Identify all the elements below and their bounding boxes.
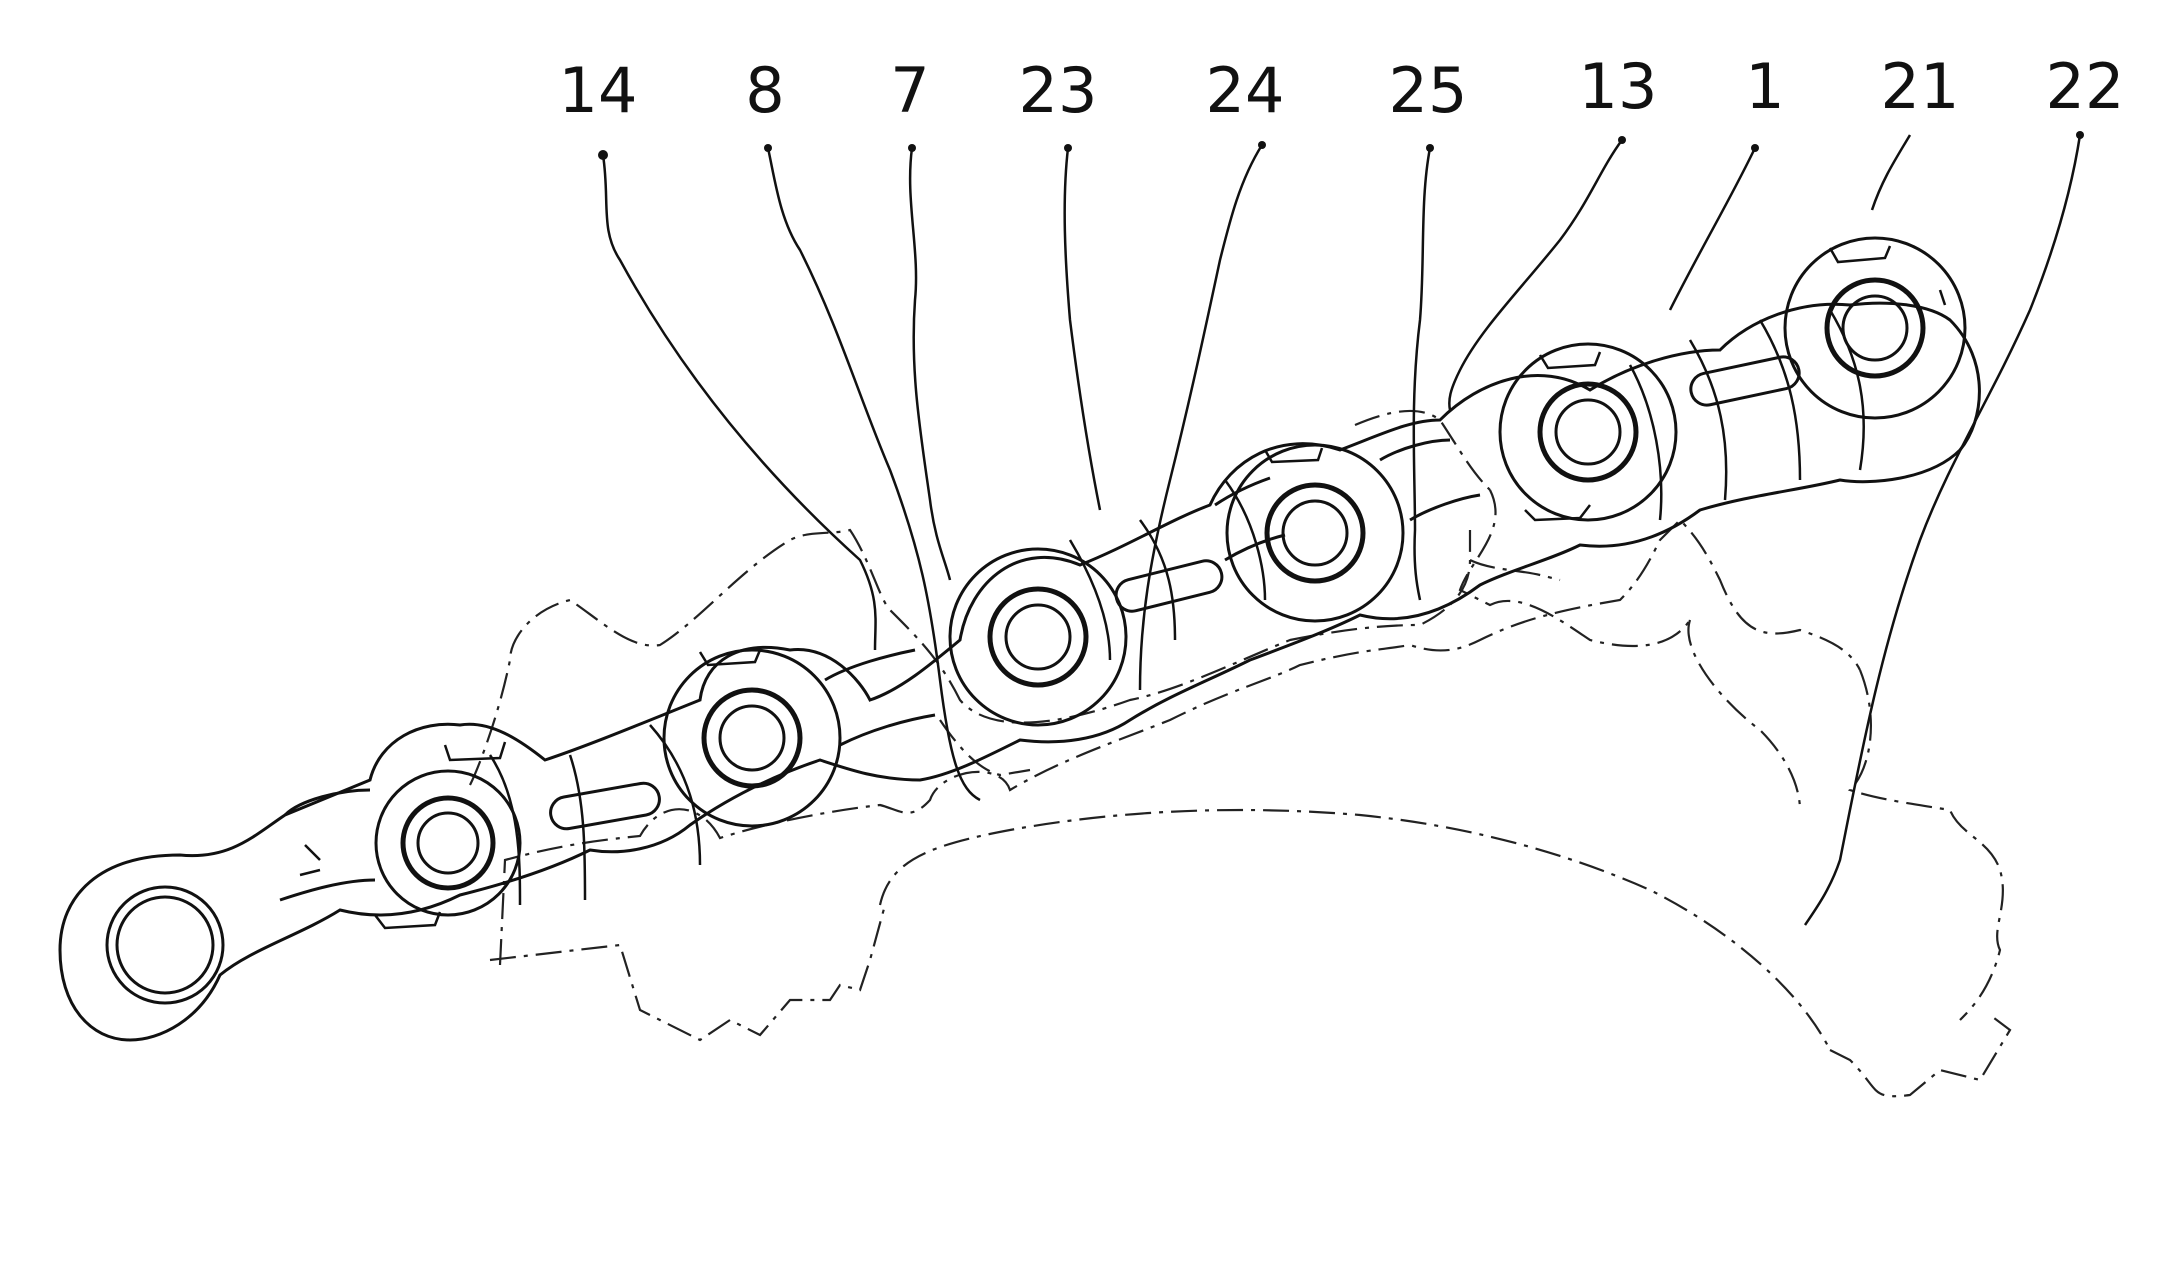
label-24: 24 [1206,54,1285,127]
label-21: 21 [1881,50,1960,123]
leader-1 [1670,148,1755,310]
leader-22 [1805,135,2080,925]
chain-assembly [60,238,1979,1040]
roller-pin-3 [950,549,1126,725]
inner-plate-strip-3 [1380,440,1480,520]
leader-dots [598,131,2084,160]
plate-slot-3 [1688,354,1802,408]
roller-pin-5 [1500,344,1676,520]
roller-pin-6 [1785,238,1965,418]
label-13: 13 [1579,50,1658,123]
roller-pin-2 [664,650,840,826]
roller-pin-1 [376,771,520,915]
leader-25 [1414,148,1430,600]
plate-notches [375,246,1945,928]
plate-slot-1 [548,781,662,832]
leader-24 [1140,145,1262,690]
sprocket-outline-lower [490,411,2010,1096]
leader-21 [1872,135,1910,210]
label-8: 8 [745,54,784,127]
label-22: 22 [2046,50,2125,123]
leader-7 [910,148,950,580]
reference-labels: 14 8 7 23 24 25 13 1 21 22 [559,50,2125,127]
leader-23 [1065,148,1100,510]
label-25: 25 [1389,54,1468,127]
leader-13 [1449,140,1622,410]
end-link-hole [107,887,223,1003]
label-1: 1 [1745,50,1784,123]
label-23: 23 [1019,54,1098,127]
inner-plate-strip-4 [1215,478,1285,560]
chain-outer-plate-outline [60,303,1979,1040]
inner-plate-strip-1 [280,790,375,900]
leader-8 [768,148,980,800]
leader-14 [603,155,876,650]
label-14: 14 [559,54,638,127]
sprocket-hub-arc [880,810,1830,1050]
leader-lines [603,135,2080,925]
label-7: 7 [890,54,929,127]
